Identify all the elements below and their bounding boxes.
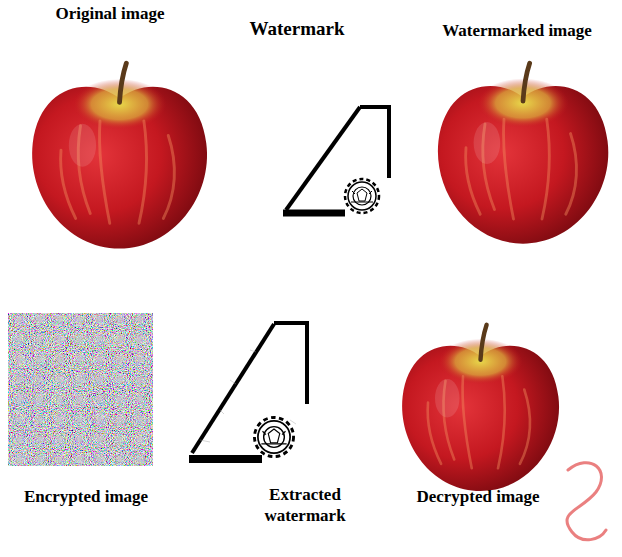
panel-caption: Extracted watermark — [246, 484, 364, 527]
panel-caption: Original image — [15, 3, 205, 24]
panel-caption: Watermarked image — [417, 20, 617, 41]
panel-caption: Watermark — [227, 17, 367, 41]
panel-caption: Decrypted image — [393, 486, 563, 507]
panel-caption: Encrypted image — [4, 486, 168, 507]
